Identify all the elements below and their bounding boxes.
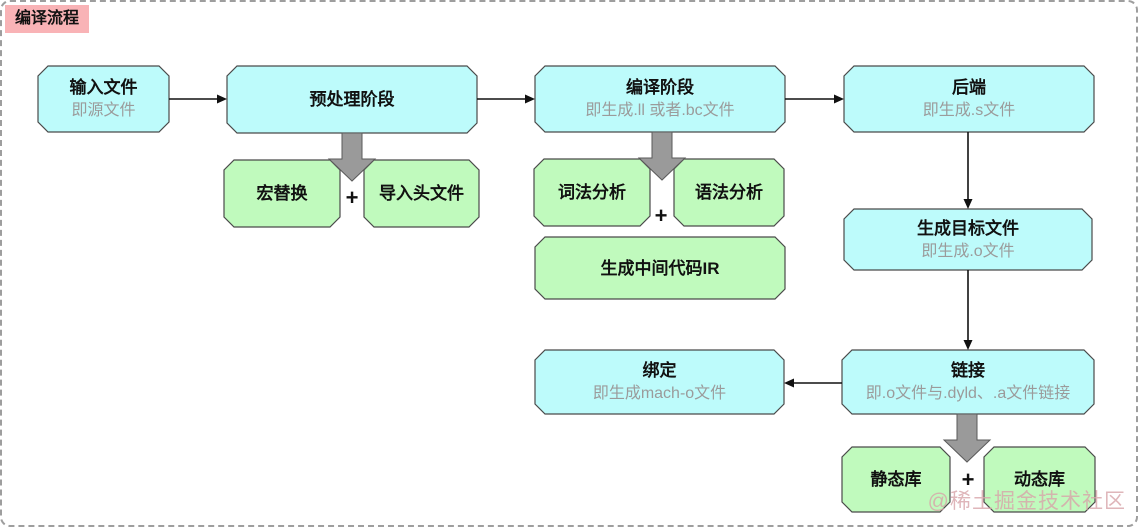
block-arrow-link-down-icon: [942, 413, 992, 463]
watermark-text: @稀土掘金技术社区: [927, 490, 1126, 513]
node-syntax-shape: [673, 158, 785, 227]
block-arrow-preprocess-down-icon: [327, 132, 377, 182]
plus-symbol-macro-import: +: [345, 185, 359, 210]
node-static-lib-shape: [841, 446, 951, 513]
node-import-header-shape: [363, 159, 480, 228]
plus-symbol-lexical-syntax: +: [654, 203, 668, 228]
node-lexical-shape: [533, 158, 651, 227]
node-input-file-shape: [37, 65, 170, 133]
arrow-backend-to-object-file-icon: [963, 132, 973, 209]
block-arrow-compile-down-icon: [637, 131, 687, 181]
node-preprocess-shape: [226, 65, 478, 134]
arrow-input-to-preprocess-icon: [169, 94, 227, 104]
arrow-compile-to-backend-icon: [785, 94, 844, 104]
diagram-title-tag: 编译流程: [5, 5, 90, 33]
node-ir-shape: [534, 236, 786, 300]
node-bind-shape: [534, 349, 785, 415]
plus-symbol-static-dynamic: +: [961, 467, 975, 492]
arrow-preprocess-to-compile-icon: [477, 94, 535, 104]
node-macro-shape: [223, 159, 341, 228]
node-link-shape: [841, 349, 1095, 415]
node-object-file-shape: [843, 208, 1093, 271]
arrow-object-file-to-link-icon: [963, 270, 973, 350]
node-dynamic-lib-shape: [983, 446, 1096, 513]
node-compile-shape: [534, 65, 786, 133]
node-backend-shape: [843, 65, 1095, 133]
arrow-link-to-bind-icon: [784, 378, 842, 388]
